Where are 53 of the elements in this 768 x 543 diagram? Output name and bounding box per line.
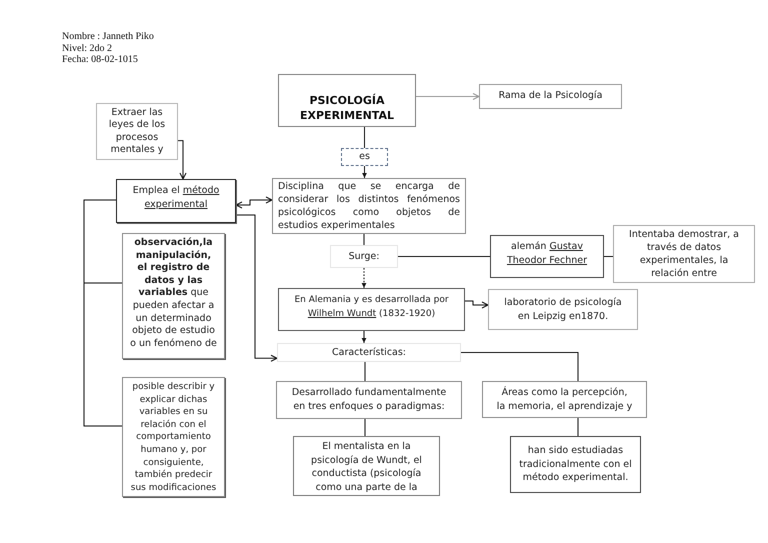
node-text: Intentaba demostrar, a través de datos experimentales, la relación entre bbox=[628, 228, 740, 280]
title-box bbox=[278, 74, 416, 127]
connector-line bbox=[604, 256, 614, 257]
node-text: Características: bbox=[332, 346, 406, 358]
node-text: Áreas como la percepción, la memoria, el aprendizaje y bbox=[496, 386, 633, 414]
header-text: Nivel: 2do 2 bbox=[62, 42, 113, 54]
connector-arrow bbox=[236, 214, 278, 362]
node-text: laboratorio de psicología en Leipzig en1870. bbox=[503, 296, 623, 324]
node-text: En Alemania y es desarrollada por Wilhelm Wundt (1832-1920) bbox=[293, 294, 450, 321]
concept-box bbox=[276, 381, 462, 419]
connector-arrow bbox=[362, 330, 366, 344]
node-text: Rama de la Psicología bbox=[498, 89, 602, 102]
node-text: han sido estudiadas tradicionalmente con el método experimental. bbox=[518, 444, 633, 485]
concept-box bbox=[96, 103, 178, 160]
connector-line bbox=[460, 352, 578, 382]
node-text: Extraer las leyes de los procesos mentales y bbox=[108, 106, 166, 156]
connector-line bbox=[84, 200, 122, 426]
connector-arrow bbox=[362, 166, 367, 178]
node-text: observación,la manipulación, el registro de datos y las variables que pueden afectar a un determinado objeto de estudio o un fenómeno de bbox=[130, 237, 217, 350]
dashed-label-box bbox=[341, 148, 388, 166]
concept-box bbox=[122, 377, 225, 497]
node-text: alemán Gustav Theodor Fechner bbox=[506, 240, 588, 268]
connector-line bbox=[364, 418, 366, 436]
node-text: Emplea el método experimental bbox=[132, 184, 220, 212]
connector-arrow bbox=[416, 92, 480, 100]
connector-arrow bbox=[178, 140, 187, 180]
connector-arrow bbox=[362, 268, 366, 288]
node-text: Desarrollado fundamentalmente en tres enfoques o paradigmas: bbox=[290, 386, 448, 414]
node-text: posible describir y explicar dichas variables en su relación con el comportamiento humano y, por consiguiente, también predecir sus modificaciones bbox=[130, 381, 218, 494]
concept-box bbox=[482, 381, 647, 418]
concept-box bbox=[613, 225, 755, 283]
connector-line bbox=[364, 362, 366, 382]
concept-box bbox=[490, 235, 604, 278]
faint-label-box bbox=[277, 343, 461, 362]
concept-box bbox=[278, 288, 465, 331]
connector-line bbox=[364, 126, 365, 148]
faint-label-box bbox=[330, 245, 398, 268]
concept-box bbox=[293, 436, 440, 496]
header-text: Fecha: 08-02-1015 bbox=[62, 54, 139, 66]
concept-box bbox=[116, 179, 236, 223]
connector-arrow bbox=[464, 300, 489, 309]
connector-arrow bbox=[235, 196, 273, 209]
concept-box bbox=[479, 84, 622, 109]
concept-box bbox=[510, 436, 641, 493]
header-text: Nombre : Janneth Piko bbox=[62, 31, 154, 42]
node-text: Disciplina que se encarga de considerar los distintos fenómenos psicológicos como objetos de estudios experimentales bbox=[278, 180, 460, 232]
node-text: Surge: bbox=[348, 250, 380, 262]
node-text: es bbox=[359, 151, 370, 163]
concept-box bbox=[122, 233, 225, 359]
concept-box bbox=[488, 289, 638, 330]
node-text: El mentalista en la psicología de Wundt, el conductista (psicología como una parte de la bbox=[310, 440, 423, 494]
connector-line bbox=[398, 256, 490, 257]
node-text: PSICOLOGÍA EXPERIMENTAL bbox=[299, 93, 395, 123]
